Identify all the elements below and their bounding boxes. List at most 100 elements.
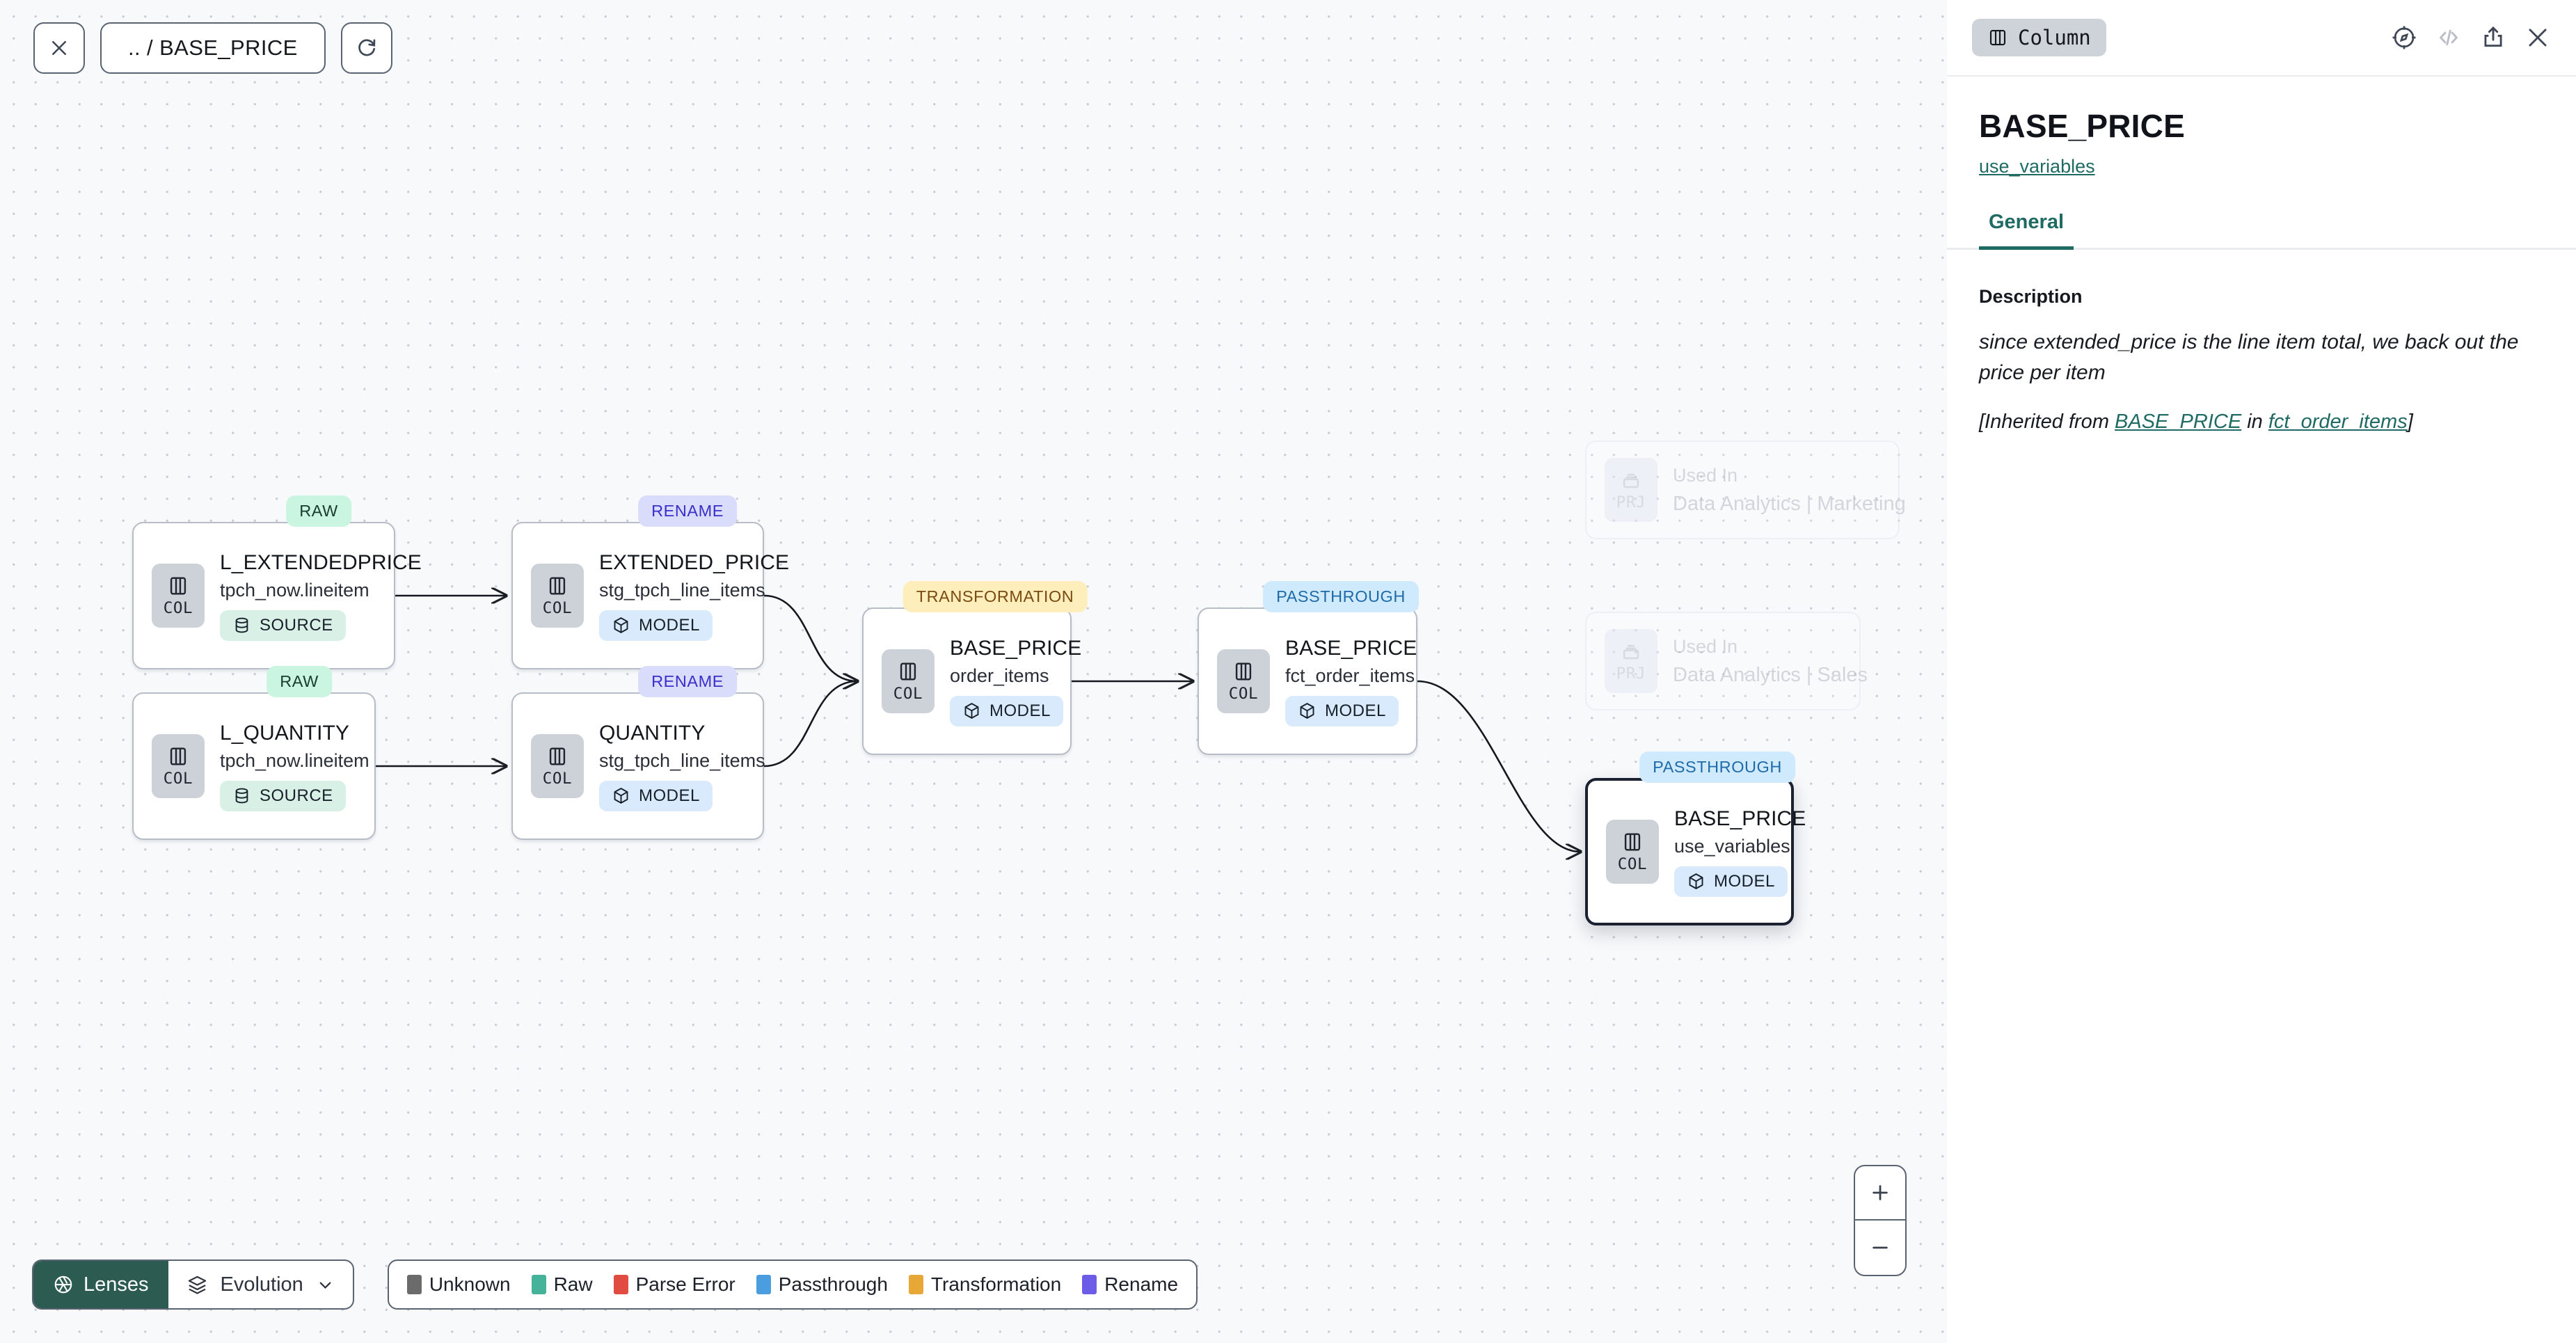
close-icon — [2529, 29, 2547, 47]
column-icon — [1235, 662, 1252, 681]
zoom-controls — [1854, 1165, 1907, 1276]
legend-label: Raw — [553, 1273, 593, 1295]
project-chip-label: PRJ — [1616, 493, 1646, 511]
node-status-badge: PASSTHROUGH — [1263, 581, 1419, 612]
legend-item[interactable]: Passthrough — [756, 1273, 888, 1296]
node-title: BASE_PRICE — [950, 636, 1082, 660]
lenses-button[interactable]: Lenses — [33, 1261, 168, 1308]
column-icon — [170, 577, 186, 595]
node-subtitle: stg_tpch_line_items — [599, 749, 765, 771]
column-chip-label: COL — [163, 770, 193, 788]
canvas-toolbar: .. / BASE_PRICE — [33, 22, 392, 74]
inherited-column-link[interactable]: BASE_PRICE — [2115, 410, 2242, 433]
node-kind-label: MODEL — [639, 615, 700, 635]
node-kind-label: SOURCE — [260, 786, 333, 805]
node-status-badge: RENAME — [638, 495, 737, 527]
close-panel-button[interactable] — [2525, 24, 2551, 51]
node-subtitle: tpch_now.lineitem — [220, 749, 369, 771]
column-icon — [170, 747, 186, 765]
project-chip: PRJ — [1605, 629, 1657, 693]
database-icon — [235, 617, 248, 633]
legend-item[interactable]: Transformation — [908, 1273, 1062, 1296]
legend-label: Parse Error — [635, 1273, 736, 1295]
node-subtitle: fct_order_items — [1285, 665, 1415, 686]
used-in-card[interactable]: PRJ Used In Data Analytics | Marketing — [1585, 440, 1906, 539]
legend-item[interactable]: Raw — [531, 1273, 593, 1296]
legend-item[interactable]: Parse Error — [613, 1273, 736, 1296]
legend-label: Unknown — [429, 1273, 511, 1295]
column-icon — [900, 662, 916, 681]
column-chip: COL — [152, 564, 205, 628]
lineage-legend: Unknown Raw Parse Error Passthrough Transfor… — [387, 1259, 1198, 1310]
entity-type-chip[interactable]: Column — [1972, 19, 2106, 56]
node-kind-badge: MODEL — [1674, 866, 1788, 897]
node-kind-badge: MODEL — [599, 780, 713, 811]
cube-icon — [964, 703, 979, 719]
legend-item[interactable]: Unknown — [406, 1273, 511, 1296]
column-icon — [549, 577, 566, 595]
legend-swatch — [613, 1275, 628, 1294]
node-subtitle: use_variables — [1674, 835, 1790, 857]
inherited-note: [Inherited from BASE_PRICE in fct_order_… — [1947, 389, 2576, 436]
column-chip-label: COL — [1617, 855, 1648, 873]
legend-item[interactable]: Rename — [1082, 1273, 1178, 1296]
zoom-out-button[interactable] — [1855, 1221, 1905, 1275]
description-text: since extended_price is the line item to… — [1979, 331, 2519, 385]
zoom-in-button[interactable] — [1855, 1166, 1905, 1221]
used-in-label: Used In — [1673, 464, 1738, 486]
lenses-label: Lenses — [84, 1273, 149, 1296]
used-in-card[interactable]: PRJ Used In Data Analytics | Sales — [1585, 612, 1868, 710]
minus-icon — [1873, 1246, 1888, 1249]
node-kind-badge: MODEL — [1285, 695, 1399, 726]
inherited-mid: in — [2241, 410, 2268, 433]
breadcrumb-path-button[interactable]: .. / BASE_PRICE — [100, 22, 326, 74]
evolution-dropdown[interactable]: Evolution — [168, 1261, 353, 1308]
tab-general[interactable]: General — [1979, 211, 2074, 250]
close-graph-button[interactable] — [33, 22, 85, 74]
legend-swatch — [531, 1275, 546, 1294]
project-chip-label: PRJ — [1616, 665, 1646, 683]
close-icon — [52, 41, 66, 55]
used-in-label: Used In — [1673, 635, 1738, 657]
parent-model-link[interactable]: use_variables — [1979, 156, 2095, 177]
column-icon — [1624, 833, 1641, 851]
canvas-bottom-bar: Lenses Evolution Unknown Raw Parse Error Pa… — [32, 1259, 1198, 1310]
node-kind-badge: SOURCE — [220, 780, 346, 811]
node-status-badge: RAW — [286, 495, 351, 527]
column-chip: COL — [882, 649, 935, 713]
node-kind-label: MODEL — [639, 786, 700, 805]
node-kind-badge: SOURCE — [220, 610, 346, 641]
column-icon — [1989, 29, 2006, 46]
node-kind-label: MODEL — [1714, 871, 1775, 891]
plus-icon — [1873, 1185, 1888, 1200]
inherited-prefix: [Inherited from — [1979, 410, 2115, 433]
column-chip: COL — [1606, 820, 1659, 884]
node-subtitle: order_items — [950, 665, 1049, 686]
legend-swatch — [1082, 1275, 1097, 1294]
column-chip-label: COL — [542, 770, 573, 788]
lineage-canvas[interactable]: .. / BASE_PRICE — [0, 0, 1947, 1343]
details-panel-header: Column — [1947, 0, 2576, 77]
node-kind-badge: MODEL — [599, 610, 713, 641]
evolution-label: Evolution — [220, 1273, 303, 1296]
share-button[interactable] — [2480, 24, 2506, 51]
refresh-button[interactable] — [340, 22, 392, 74]
explore-button[interactable] — [2391, 24, 2417, 51]
lenses-segment: Lenses Evolution — [32, 1259, 354, 1310]
page-title: BASE_PRICE — [1979, 108, 2185, 144]
legend-label: Passthrough — [778, 1273, 888, 1295]
legend-label: Transformation — [930, 1273, 1062, 1295]
cube-icon — [1300, 703, 1314, 719]
panel-actions — [2391, 24, 2551, 51]
inherited-model-link[interactable]: fct_order_items — [2268, 410, 2408, 433]
column-chip: COL — [1217, 649, 1270, 713]
code-button[interactable] — [2435, 24, 2462, 51]
description-label: Description — [1979, 286, 2083, 307]
